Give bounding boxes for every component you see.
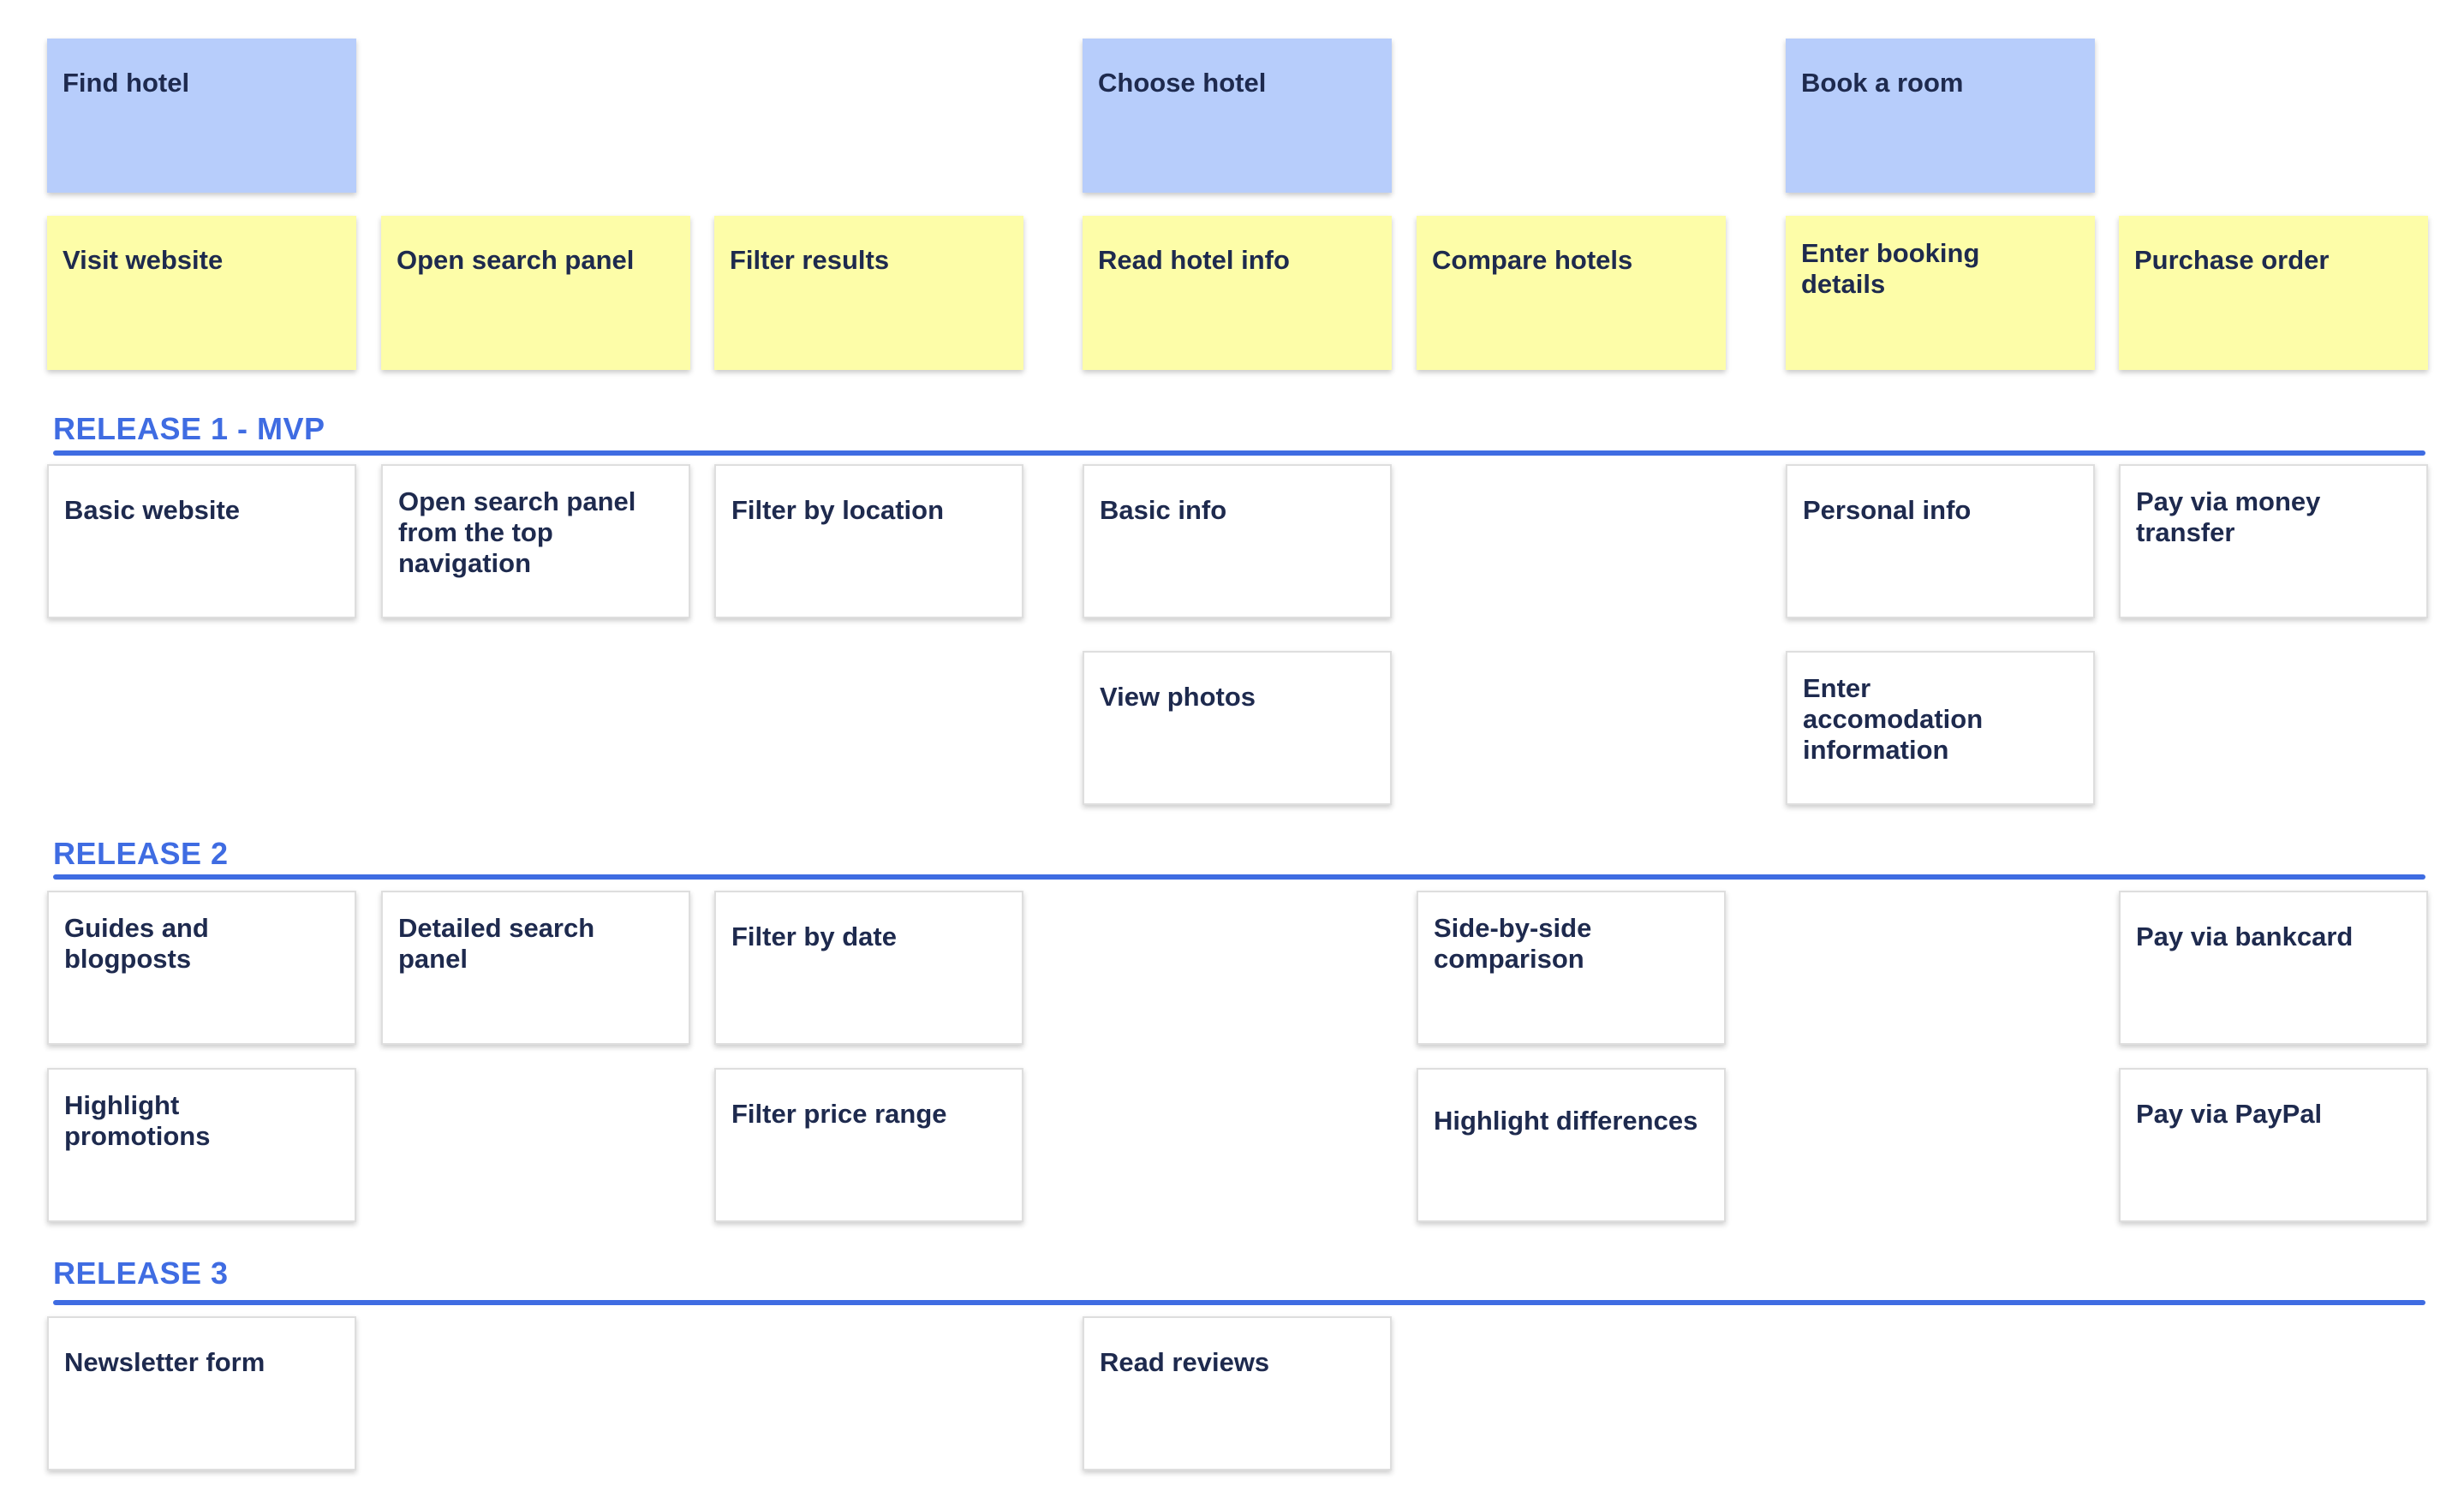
story-card-pay-paypal[interactable]: Pay via PayPal: [2119, 1068, 2428, 1222]
story-card-side-by-side-comparison[interactable]: Side-by-side comparison: [1417, 891, 1726, 1045]
story-card-pay-bankcard[interactable]: Pay via bankcard: [2119, 891, 2428, 1045]
story-card-basic-website[interactable]: Basic website: [47, 464, 356, 618]
release-3-divider: [53, 1300, 2425, 1305]
task-card-open-search-panel[interactable]: Open search panel: [381, 216, 690, 370]
story-card-detailed-search-panel[interactable]: Detailed search panel: [381, 891, 690, 1045]
task-card-purchase-order[interactable]: Purchase order: [2119, 216, 2428, 370]
story-card-open-search-top-nav[interactable]: Open search panel from the top navigatio…: [381, 464, 690, 618]
task-card-filter-results[interactable]: Filter results: [714, 216, 1023, 370]
story-card-highlight-differences[interactable]: Highlight differences: [1417, 1068, 1726, 1222]
task-card-compare-hotels[interactable]: Compare hotels: [1417, 216, 1726, 370]
story-card-highlight-promotions[interactable]: Highlight promotions: [47, 1068, 356, 1222]
activity-card-book-room[interactable]: Book a room: [1786, 39, 2095, 193]
story-card-filter-by-date[interactable]: Filter by date: [714, 891, 1023, 1045]
story-card-pay-money-transfer[interactable]: Pay via money transfer: [2119, 464, 2428, 618]
story-card-view-photos[interactable]: View photos: [1083, 651, 1392, 805]
release-2-title: RELEASE 2: [53, 836, 229, 871]
task-card-visit-website[interactable]: Visit website: [47, 216, 356, 370]
task-card-read-hotel-info[interactable]: Read hotel info: [1083, 216, 1392, 370]
story-card-personal-info[interactable]: Personal info: [1786, 464, 2095, 618]
release-1-divider: [53, 450, 2425, 456]
story-card-enter-accomodation-info[interactable]: Enter accomodation information: [1786, 651, 2095, 805]
story-card-guides-blogposts[interactable]: Guides and blogposts: [47, 891, 356, 1045]
story-card-filter-by-location[interactable]: Filter by location: [714, 464, 1023, 618]
story-card-read-reviews[interactable]: Read reviews: [1083, 1316, 1392, 1470]
story-card-basic-info[interactable]: Basic info: [1083, 464, 1392, 618]
activity-card-find-hotel[interactable]: Find hotel: [47, 39, 356, 193]
release-1-title: RELEASE 1 - MVP: [53, 411, 325, 446]
activity-card-choose-hotel[interactable]: Choose hotel: [1083, 39, 1392, 193]
task-card-enter-booking-details[interactable]: Enter booking details: [1786, 216, 2095, 370]
story-card-newsletter-form[interactable]: Newsletter form: [47, 1316, 356, 1470]
release-2-divider: [53, 874, 2425, 880]
story-card-filter-price-range[interactable]: Filter price range: [714, 1068, 1023, 1222]
release-3-title: RELEASE 3: [53, 1255, 229, 1291]
